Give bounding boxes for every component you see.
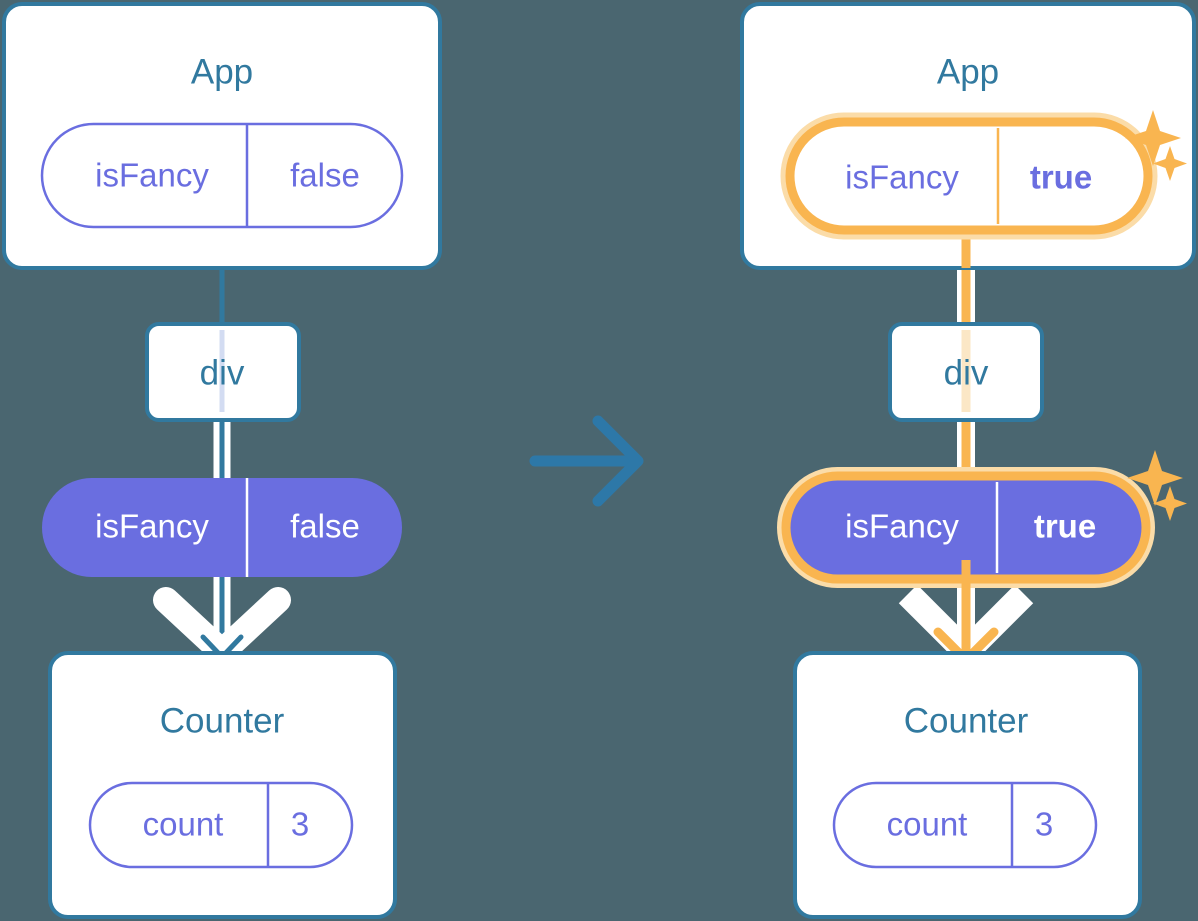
- sparkle-group-app: [1125, 110, 1187, 181]
- prop-pill-key: isFancy: [95, 508, 209, 545]
- counter-state-pill-shape: [88, 781, 354, 869]
- arrow-wing-right-right: [956, 584, 1034, 662]
- div-node-right: div: [888, 322, 1044, 422]
- panel-after: App isFancy true div: [740, 2, 1196, 919]
- app-state-pill: isFancy false: [40, 122, 404, 229]
- app-state-pill-shape: [40, 122, 404, 229]
- sparkle-small-icon: [1153, 146, 1187, 181]
- app-state-pill-value: false: [290, 157, 360, 194]
- prop-pill-shape: [42, 478, 402, 577]
- arrow-wing-right: [209, 587, 291, 665]
- arrow-wing-left-right: [898, 584, 976, 662]
- sparkle-large-icon: [1125, 110, 1181, 166]
- counter-state-pill: count 3: [88, 781, 354, 869]
- transition-arrow-icon: [529, 415, 644, 507]
- sparkle-large-icon-prop: [1127, 450, 1183, 506]
- counter-state-pill-shape-right: [832, 781, 1098, 869]
- sparkle-group-prop: [1127, 450, 1187, 521]
- app-state-pill-key-right: isFancy: [845, 159, 959, 196]
- app-card-title-right: App: [937, 52, 999, 91]
- app-state-pill-right: isFancy true: [780, 112, 1158, 240]
- prop-pill-value-right: true: [1034, 508, 1096, 545]
- counter-card-title: Counter: [160, 701, 285, 740]
- counter-state-pill-value-right: 3: [1035, 806, 1053, 843]
- counter-card-title-right: Counter: [904, 701, 1029, 740]
- div-node: div: [145, 322, 301, 422]
- div-label: div: [200, 353, 245, 392]
- prop-pill: isFancy false: [42, 478, 402, 577]
- app-card-title: App: [191, 52, 253, 91]
- panel-before: App isFancy false div isFancy false: [2, 2, 442, 919]
- props-flow-arrow-white: [153, 587, 291, 665]
- counter-state-pill-right: count 3: [832, 781, 1098, 869]
- app-state-pill-shape-right: [785, 117, 1153, 235]
- prop-pill-value: false: [290, 508, 360, 545]
- counter-state-pill-key: count: [143, 806, 224, 843]
- counter-state-pill-value: 3: [291, 806, 309, 843]
- transition-arrow-head: [592, 415, 644, 507]
- app-state-pill-value-right: true: [1030, 159, 1092, 196]
- prop-pill-key-right: isFancy: [845, 508, 959, 545]
- div-label-right: div: [944, 353, 989, 392]
- props-flow-arrow-white-right: [898, 584, 1034, 662]
- counter-state-pill-key-right: count: [887, 806, 968, 843]
- app-state-pill-key: isFancy: [95, 157, 209, 194]
- sparkle-small-icon-prop: [1153, 486, 1187, 521]
